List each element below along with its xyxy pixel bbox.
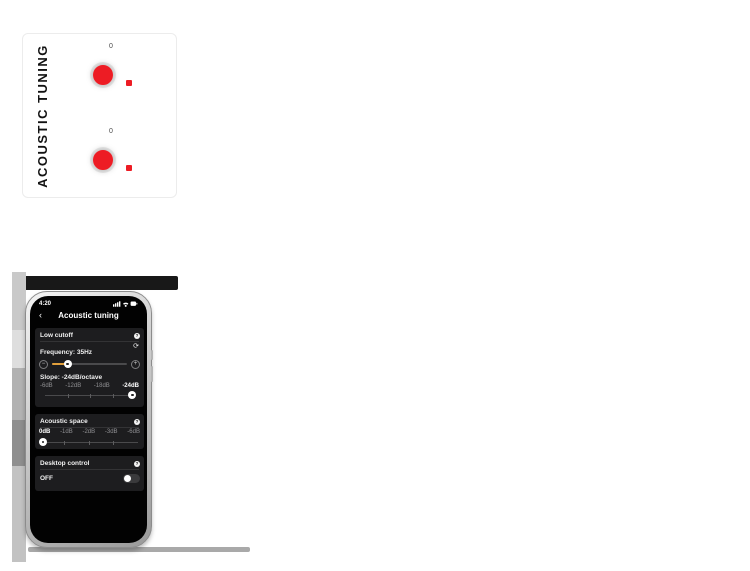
phone-mockup: 4:20 ‹ Acoustic tuning: [25, 291, 153, 548]
space-tick-labels: 0dB -1dB -2dB -3dB -6dB: [39, 429, 140, 435]
phone-floor-shadow: [28, 547, 250, 552]
knob-bottom-red-ring: [93, 150, 113, 170]
knob-top-pointer: [126, 80, 132, 86]
illustration-placement-left: [212, 33, 402, 185]
space-tick: -6dB: [127, 429, 140, 435]
acoustic-tuning-label: ACOUSTIC TUNING: [35, 43, 50, 188]
acoustic-space-header: Acoustic space ?: [40, 417, 140, 426]
frequency-slider-fill: [52, 363, 68, 365]
space-tick: -3dB: [104, 429, 118, 435]
back-button[interactable]: ‹: [39, 310, 42, 320]
backdrop-shelf-bar: [16, 276, 178, 290]
backdrop-side-strip: [12, 272, 26, 562]
divider: [40, 469, 139, 470]
phone-screen: 4:20 ‹ Acoustic tuning: [30, 296, 147, 543]
slope-value-label: Slope: -24dB/octave: [40, 374, 103, 381]
space-slider[interactable]: [38, 438, 138, 447]
desktop-control-title: Desktop control: [40, 460, 90, 467]
space-tick: -2dB: [82, 429, 96, 435]
tuning-illustrations: [188, 298, 556, 446]
frequency-slider[interactable]: [52, 359, 127, 369]
frequency-decrease-button[interactable]: −: [39, 359, 48, 369]
status-icons: [113, 301, 138, 307]
help-icon[interactable]: ?: [134, 418, 140, 425]
frequency-slider-row: − +: [39, 359, 140, 369]
phone-side-button: [151, 366, 153, 382]
reset-icon[interactable]: ⟳: [133, 343, 139, 350]
slope-slider[interactable]: [45, 391, 137, 400]
placement-caption-text: [212, 196, 618, 252]
illustration-placement-right: [408, 33, 608, 185]
knob-bottom-pointer: [126, 165, 132, 171]
status-time: 4:20: [39, 300, 52, 307]
desktop-control-state-label: OFF: [40, 475, 53, 482]
slope-tick-selected: -24dB: [122, 383, 139, 389]
acoustic-tuning-badge-card: ACOUSTIC TUNING 0 0: [22, 33, 177, 198]
low-cutoff-header: Low cutoff ?: [40, 331, 140, 340]
slope-tick: -18dB: [93, 383, 110, 389]
low-cutoff-title: Low cutoff: [40, 332, 73, 339]
divider: [40, 427, 139, 428]
acoustic-space-card: Acoustic space ? 0dB -1dB -2dB -3dB -6dB: [35, 414, 144, 449]
page-title: Acoustic tuning: [58, 311, 119, 320]
desktop-control-toggle[interactable]: [123, 474, 140, 483]
help-icon[interactable]: ?: [134, 460, 140, 467]
space-slider-thumb[interactable]: [38, 438, 47, 446]
low-cutoff-card: Low cutoff ? ⟳ Frequency: 35Hz − + Slope…: [35, 328, 144, 407]
slope-tick-labels: -6dB -12dB -18dB -24dB: [40, 383, 139, 389]
nav-bar: ‹ Acoustic tuning: [30, 310, 147, 322]
toggle-knob: [124, 475, 131, 482]
divider: [40, 341, 139, 342]
frequency-slider-thumb[interactable]: [63, 360, 72, 368]
frequency-value-label: Frequency: 35Hz: [40, 349, 93, 356]
slope-tick: -6dB: [40, 383, 53, 389]
space-tick: -1dB: [60, 429, 73, 435]
desktop-control-card: Desktop control ? OFF: [35, 456, 144, 491]
status-bar: 4:20: [30, 299, 147, 308]
space-tick-selected: 0dB: [39, 429, 51, 435]
frequency-increase-button[interactable]: +: [131, 359, 140, 369]
knob-top-red-ring: [93, 65, 113, 85]
tuning-description-text: [188, 452, 612, 534]
slope-slider-thumb[interactable]: [128, 391, 137, 399]
acoustic-space-title: Acoustic space: [40, 418, 88, 425]
tuning-section-heading: [562, 292, 708, 440]
desktop-control-header: Desktop control ?: [40, 459, 140, 468]
slope-tick: -12dB: [65, 383, 82, 389]
phone-side-button: [151, 350, 153, 360]
knob-bottom-scale-value: 0: [109, 128, 113, 135]
knob-top-scale-value: 0: [109, 43, 113, 50]
help-icon[interactable]: ?: [134, 332, 140, 339]
